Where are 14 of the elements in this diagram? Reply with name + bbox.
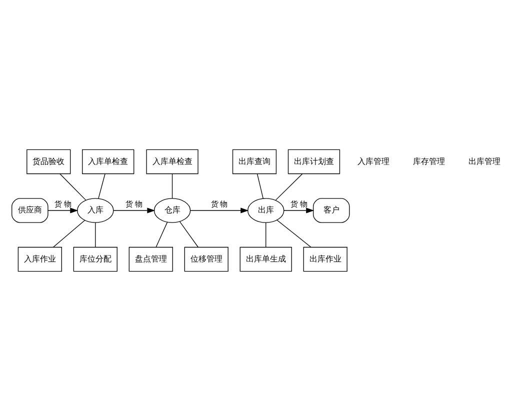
connector [53, 219, 86, 247]
connector [276, 219, 312, 248]
arrow [190, 207, 249, 213]
connector [156, 221, 168, 247]
connector [180, 220, 198, 247]
arrow [284, 207, 314, 213]
connector [95, 222, 96, 248]
connector [275, 173, 303, 200]
arrow [48, 207, 78, 213]
connector [172, 173, 173, 198]
arrow [113, 207, 156, 213]
connector [256, 173, 264, 198]
connector [60, 173, 86, 200]
connector [98, 173, 106, 198]
